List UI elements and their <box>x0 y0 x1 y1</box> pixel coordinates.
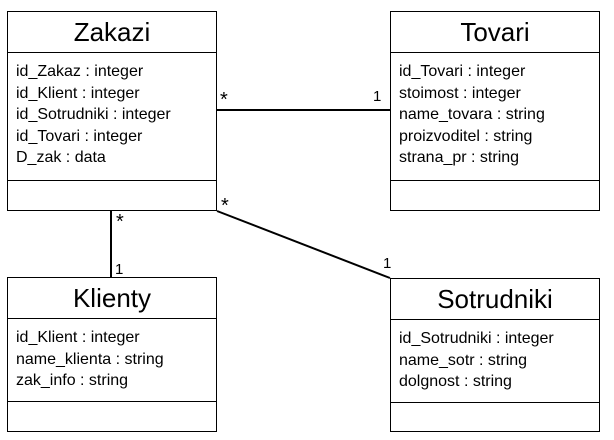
multiplicity-zakazi-tovari-from: * <box>220 89 228 111</box>
class-tovari-operations <box>391 181 599 211</box>
attribute: id_Tovari : integer <box>399 63 526 80</box>
attribute: id_Klient : integer <box>16 84 140 102</box>
class-sotrudniki-operations <box>391 403 599 433</box>
multiplicity-zakazi-klienty-from: * <box>116 211 124 233</box>
class-tovari[interactable]: Tovari id_Tovari : integer stoimost : in… <box>390 11 600 211</box>
class-zakazi-name: Zakazi <box>8 12 216 53</box>
attribute: proizvoditel : string <box>399 127 533 145</box>
attribute: name_tovara : string <box>399 106 545 123</box>
class-klienty-operations <box>8 402 216 432</box>
attribute: dolgnost : string <box>399 373 512 390</box>
class-zakazi-operations <box>8 181 216 211</box>
class-sotrudniki-name: Sotrudniki <box>391 279 599 320</box>
attribute: D_zak : data <box>16 149 106 166</box>
class-klienty[interactable]: Klienty id_Klient : integer name_klienta… <box>7 277 217 432</box>
attribute: id_Klient : integer <box>16 329 140 346</box>
multiplicity-zakazi-sotrudniki-to: 1 <box>383 255 392 272</box>
class-klienty-attributes: id_Klient : integer name_klienta : strin… <box>8 319 216 402</box>
multiplicity-zakazi-klienty-to: 1 <box>115 261 124 278</box>
association-zakazi-sotrudniki <box>216 210 391 279</box>
attribute: name_sotr : string <box>399 351 528 369</box>
attribute: strana_pr : string <box>399 149 520 166</box>
class-tovari-attributes: id_Tovari : integer stoimost : integer n… <box>391 53 599 181</box>
attribute: id_Zakaz : integer <box>16 63 144 80</box>
multiplicity-zakazi-tovari-to: 1 <box>373 88 382 105</box>
class-klienty-name: Klienty <box>8 278 216 319</box>
class-zakazi[interactable]: Zakazi id_Zakaz : integer id_Klient : in… <box>7 11 217 211</box>
class-tovari-name: Tovari <box>391 12 599 53</box>
class-sotrudniki-attributes: id_Sotrudniki : integer name_sotr : stri… <box>391 320 599 403</box>
class-zakazi-attributes: id_Zakaz : integer id_Klient : integer i… <box>8 53 216 181</box>
attribute: id_Sotrudniki : integer <box>399 330 554 347</box>
attribute: id_Tovari : integer <box>16 127 143 145</box>
attribute: name_klienta : string <box>16 350 164 368</box>
attribute: id_Sotrudniki : integer <box>16 106 171 123</box>
multiplicity-zakazi-sotrudniki-from: * <box>221 195 229 217</box>
class-sotrudniki[interactable]: Sotrudniki id_Sotrudniki : integer name_… <box>390 278 600 432</box>
attribute: stoimost : integer <box>399 84 521 102</box>
attribute: zak_info : string <box>16 372 129 389</box>
